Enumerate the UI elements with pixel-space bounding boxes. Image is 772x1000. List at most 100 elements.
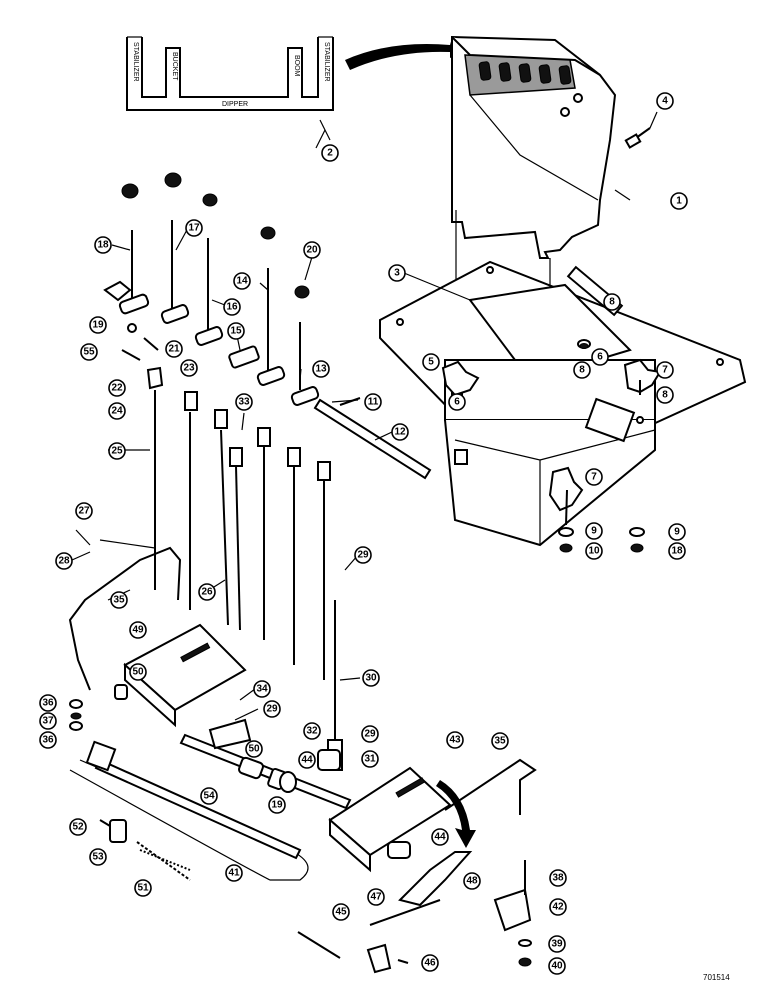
decal-stabilizer-left: STABILIZER	[132, 42, 139, 82]
callout-8c: 8	[603, 293, 621, 311]
svg-text:9: 9	[674, 527, 680, 538]
callout-1: 1	[670, 192, 688, 210]
callout-9a: 9	[585, 522, 603, 540]
svg-text:29: 29	[357, 550, 369, 561]
callout-44a: 44	[298, 751, 316, 769]
svg-text:36: 36	[42, 698, 54, 709]
svg-text:28: 28	[58, 556, 70, 567]
callout-35a: 35	[110, 591, 128, 609]
spring-51	[136, 841, 191, 881]
callout-5: 5	[422, 353, 440, 371]
svg-text:26: 26	[201, 587, 213, 598]
bushing-44-lower	[387, 841, 411, 859]
rod-45	[297, 931, 341, 959]
svg-text:20: 20	[306, 245, 318, 256]
decal-location-arrow	[345, 38, 470, 70]
svg-text:55: 55	[83, 347, 95, 358]
svg-text:47: 47	[370, 892, 382, 903]
svg-text:4: 4	[662, 96, 668, 107]
callout-3: 3	[388, 264, 406, 282]
callout-44b: 44	[431, 828, 449, 846]
svg-text:35: 35	[494, 736, 506, 747]
callout-50b: 50	[245, 740, 263, 758]
callout-33: 33	[235, 393, 253, 411]
svg-text:16: 16	[226, 302, 238, 313]
callout-8a: 8	[573, 361, 591, 379]
svg-text:14: 14	[236, 276, 248, 287]
callout-34: 34	[253, 680, 271, 698]
callout-54: 54	[200, 787, 218, 805]
svg-text:50: 50	[248, 744, 260, 755]
callout-12: 12	[391, 423, 409, 441]
callout-49: 49	[129, 621, 147, 639]
callout-37: 37	[39, 712, 57, 730]
svg-text:12: 12	[394, 427, 406, 438]
control-decal: STABILIZER BUCKET BOOM STABILIZER DIPPER	[126, 36, 334, 111]
callout-55: 55	[80, 343, 98, 361]
callout-18b: 18	[668, 542, 686, 560]
callout-40: 40	[548, 957, 566, 975]
callout-46: 46	[421, 954, 439, 972]
svg-text:6: 6	[597, 352, 603, 363]
svg-text:41: 41	[228, 868, 240, 879]
callouts: 1 2 3 4 5 6 6 7 7 8 8 8 9 9 10 18 11 12 …	[39, 92, 688, 975]
callout-36a: 36	[39, 694, 57, 712]
callout-15: 15	[227, 322, 245, 340]
svg-text:36: 36	[42, 735, 54, 746]
callout-42: 42	[549, 898, 567, 916]
handle-48	[398, 851, 473, 907]
clevis-47	[366, 943, 392, 974]
callout-29b: 29	[263, 700, 281, 718]
pedal-right	[328, 766, 452, 873]
svg-text:39: 39	[551, 939, 563, 950]
svg-text:9: 9	[591, 526, 597, 537]
svg-text:42: 42	[552, 902, 564, 913]
pivot-shaft	[313, 397, 432, 480]
callout-9b: 9	[668, 523, 686, 541]
callout-30: 30	[362, 669, 380, 687]
clamp-7-lower	[548, 466, 584, 512]
bracket-42	[493, 888, 532, 932]
svg-text:2: 2	[327, 148, 333, 159]
console-tower	[451, 35, 617, 350]
callout-19: 19	[89, 316, 107, 334]
svg-text:7: 7	[662, 365, 668, 376]
callout-14: 14	[233, 272, 251, 290]
bolt-4	[624, 127, 651, 149]
svg-text:49: 49	[132, 625, 144, 636]
svg-text:3: 3	[394, 268, 400, 279]
callout-7b: 7	[585, 468, 603, 486]
pin-52	[99, 819, 111, 827]
svg-text:45: 45	[335, 907, 347, 918]
callout-35b: 35	[491, 732, 509, 750]
reference-code: 701514	[703, 973, 730, 982]
svg-text:8: 8	[609, 297, 615, 308]
callout-52: 52	[69, 818, 87, 836]
svg-text:32: 32	[306, 726, 318, 737]
svg-text:7: 7	[591, 472, 597, 483]
callout-21: 21	[165, 340, 183, 358]
svg-text:44: 44	[434, 832, 446, 843]
callout-4: 4	[656, 92, 674, 110]
svg-text:48: 48	[466, 876, 478, 887]
svg-text:17: 17	[188, 223, 200, 234]
svg-text:43: 43	[449, 735, 461, 746]
svg-text:51: 51	[137, 883, 149, 894]
svg-text:1: 1	[676, 196, 682, 207]
callout-51: 51	[134, 879, 152, 897]
svg-text:29: 29	[364, 729, 376, 740]
svg-text:29: 29	[266, 704, 278, 715]
callout-7a: 7	[656, 361, 674, 379]
pedal-location-arrow	[436, 780, 476, 848]
svg-text:37: 37	[42, 716, 54, 727]
callout-6b: 6	[591, 348, 609, 366]
svg-text:53: 53	[92, 852, 104, 863]
bent-rod-35-right	[444, 758, 537, 815]
svg-text:35: 35	[113, 595, 125, 606]
callout-8b: 8	[656, 386, 674, 404]
callout-18: 18	[94, 236, 112, 254]
callout-25: 25	[108, 442, 126, 460]
svg-text:33: 33	[238, 397, 250, 408]
svg-text:21: 21	[168, 344, 180, 355]
